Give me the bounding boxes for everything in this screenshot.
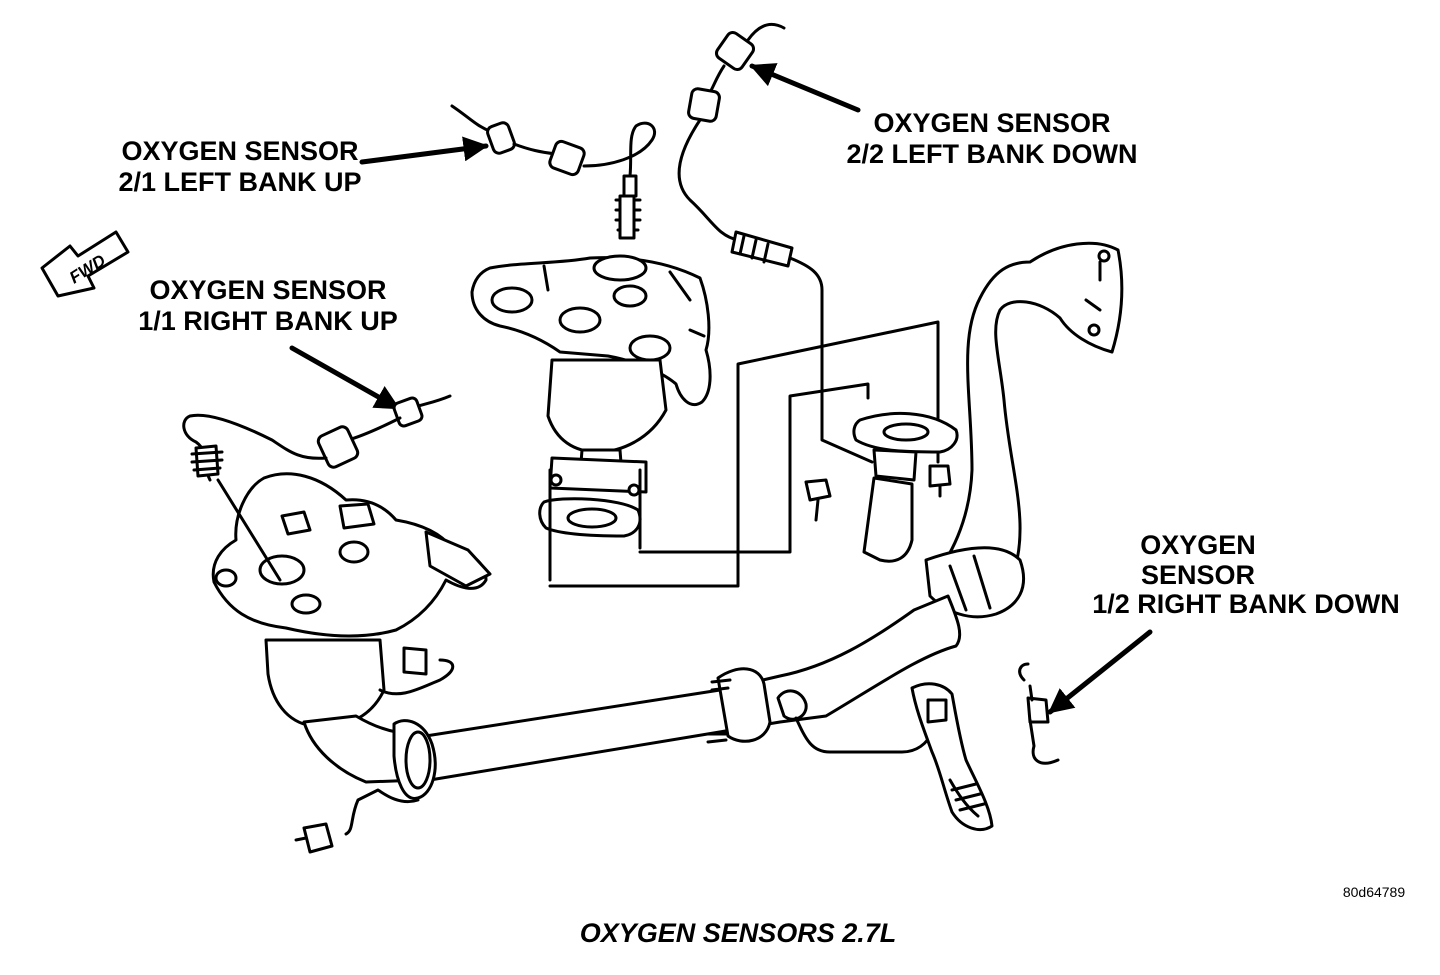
label-right-bank-down-line-3: 1/2 RIGHT BANK DOWN <box>1092 589 1400 619</box>
label-left-bank-up-line-1: OXYGEN SENSOR <box>121 136 358 166</box>
arrow-left-bank-down <box>749 63 861 113</box>
nut-1 <box>804 478 832 502</box>
fwd-arrow-icon: FWD <box>40 230 130 298</box>
label-left-bank-down-line-2: 2/2 LEFT BANK DOWN <box>846 139 1137 169</box>
front-y-pipe <box>344 594 962 836</box>
arrow-right-bank-down <box>1047 629 1153 715</box>
label-left-bank-down-line-1: OXYGEN SENSOR <box>873 108 1110 138</box>
label-left-bank-up-line-2: 2/1 LEFT BANK UP <box>118 167 361 197</box>
figure-caption: OXYGEN SENSORS 2.7L <box>580 918 897 948</box>
sensor-1-1-right-bank-up <box>182 394 452 582</box>
leader-arrows <box>289 63 1153 715</box>
sensor-2-1-left-bank-up <box>450 104 657 240</box>
arrow-left-bank-up <box>359 136 489 165</box>
label-left-bank-up: OXYGEN SENSOR 2/1 LEFT BANK UP <box>118 136 361 197</box>
label-right-bank-up-line-1: OXYGEN SENSOR <box>149 275 386 305</box>
sensor-1-2-right-bank-down <box>910 662 1060 831</box>
label-right-bank-down: OXYGEN SENSOR 1/2 RIGHT BANK DOWN <box>1092 530 1400 619</box>
label-right-bank-down-line-2: SENSOR <box>1141 560 1255 590</box>
label-right-bank-down-line-1: OXYGEN <box>1140 530 1256 560</box>
nut-3 <box>302 822 334 854</box>
left-exhaust-manifold <box>470 254 712 582</box>
nut-2 <box>928 464 952 488</box>
fastener-nuts <box>294 464 952 854</box>
label-left-bank-down: OXYGEN SENSOR 2/2 LEFT BANK DOWN <box>846 108 1137 169</box>
label-right-bank-up: OXYGEN SENSOR 1/1 RIGHT BANK UP <box>138 275 398 336</box>
sensor-2-2-left-bank-down <box>677 23 874 464</box>
label-right-bank-up-line-2: 1/1 RIGHT BANK UP <box>138 306 398 336</box>
arrow-right-bank-up <box>289 345 401 411</box>
figure-code: 80d64789 <box>1343 884 1406 900</box>
right-exhaust-manifold <box>211 472 492 784</box>
crossover-pipe <box>852 241 1124 619</box>
